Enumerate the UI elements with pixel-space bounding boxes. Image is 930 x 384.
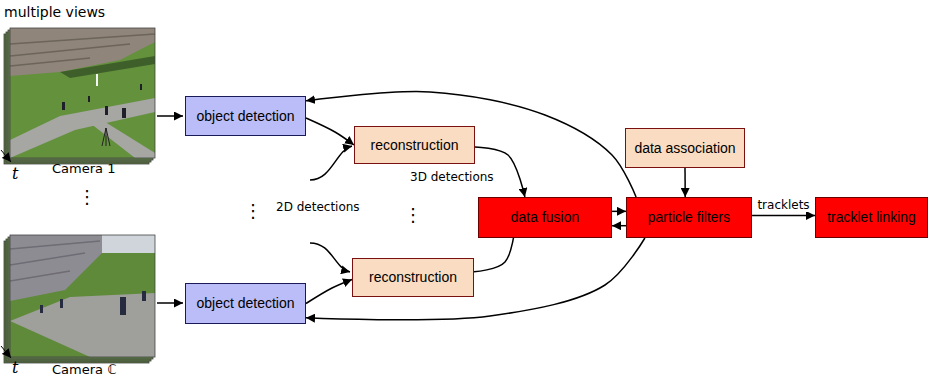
person	[140, 84, 142, 90]
process-box: data fusion	[478, 197, 612, 238]
grass	[10, 28, 155, 158]
camera-label: Camera ℂ	[52, 362, 116, 378]
building	[10, 235, 102, 301]
box-label: tracklet linking	[827, 209, 916, 225]
flow-arrow	[612, 211, 626, 213]
camera-frame-stack	[4, 28, 155, 164]
input-arrow	[157, 302, 183, 304]
person	[88, 96, 90, 102]
ellipsis: ⋮	[404, 204, 422, 226]
tripod	[102, 128, 106, 146]
trees	[60, 56, 155, 78]
flow-arrow	[752, 215, 815, 217]
window-row	[10, 44, 130, 56]
edge-label: tracklets	[755, 198, 811, 212]
flow-arrow	[306, 238, 645, 320]
box-label: data fusion	[511, 209, 580, 225]
process-box: data association	[625, 128, 745, 168]
process-box: reconstruction	[354, 126, 475, 164]
person	[120, 297, 126, 315]
window-row	[10, 253, 85, 265]
box-label: data association	[634, 140, 735, 156]
path	[90, 120, 155, 158]
camera-image	[10, 28, 155, 158]
time-arrow	[1, 150, 11, 162]
process-box: tracklet linking	[815, 197, 928, 238]
axis-label: t	[12, 164, 18, 183]
frame-border	[10, 235, 155, 357]
person	[122, 108, 126, 118]
process-box: object detection	[185, 96, 306, 136]
grass	[10, 235, 155, 357]
detections-arrow	[310, 146, 352, 180]
window-row	[10, 271, 70, 281]
flow-arrow	[306, 279, 352, 303]
ellipsis: ⋮	[244, 200, 262, 222]
tripod	[106, 128, 110, 146]
section-title: multiple views	[4, 4, 105, 21]
person	[142, 291, 146, 301]
box-label: object detection	[196, 295, 294, 311]
input-arrow	[157, 115, 183, 117]
path	[10, 98, 155, 158]
flow-arrow	[612, 225, 626, 227]
camera-image	[10, 235, 155, 357]
person	[60, 299, 63, 308]
post	[96, 74, 98, 86]
process-box: particle filters	[626, 197, 752, 238]
camera-frame-stack	[4, 235, 155, 363]
flow-label: 3D detections	[410, 170, 494, 184]
window-row	[10, 241, 100, 249]
frame-border	[10, 28, 155, 158]
process-box: reconstruction	[352, 258, 474, 297]
camera-label: Camera 1	[52, 161, 115, 177]
box-label: reconstruction	[371, 137, 459, 153]
detections-arrow	[310, 243, 350, 272]
tripod	[106, 128, 107, 146]
person	[62, 102, 65, 110]
ellipsis: ⋮	[78, 186, 96, 208]
box-label: particle filters	[648, 209, 730, 225]
person	[105, 106, 108, 115]
window-row	[10, 34, 155, 44]
box-label: object detection	[196, 108, 294, 124]
path	[10, 293, 155, 357]
flow-arrow	[684, 168, 686, 197]
flow-label: 2D detections	[276, 200, 360, 214]
person	[40, 305, 43, 313]
flow-arrow	[306, 92, 636, 197]
window-row	[10, 58, 90, 66]
axis-label: t	[12, 358, 18, 377]
time-arrow	[1, 346, 11, 358]
process-box: object detection	[185, 283, 306, 324]
box-label: reconstruction	[369, 269, 457, 285]
flow-arrow	[306, 118, 354, 145]
